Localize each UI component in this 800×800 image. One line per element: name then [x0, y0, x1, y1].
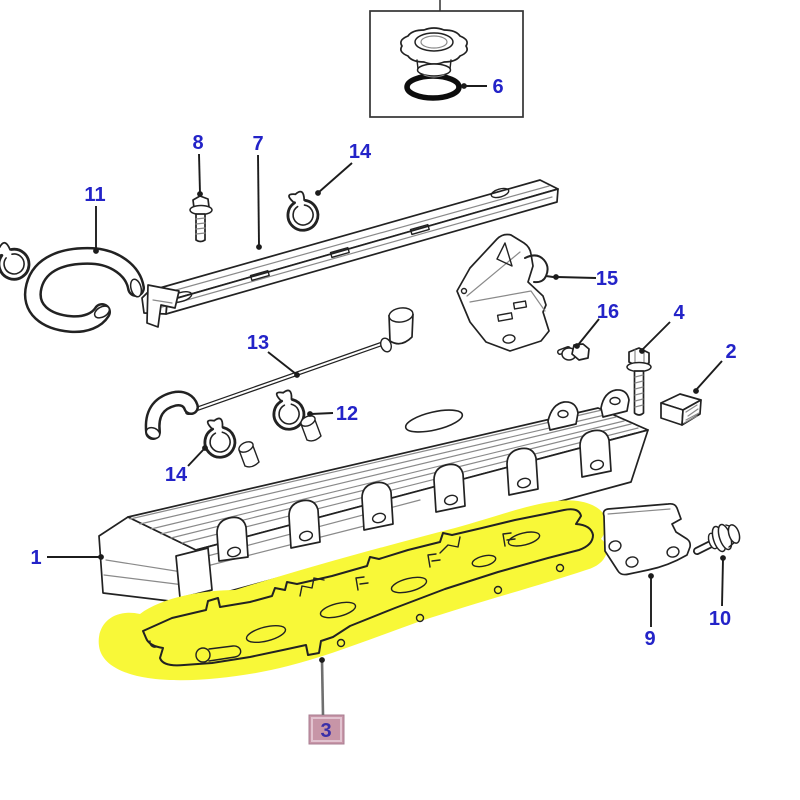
leader-line	[641, 321, 671, 351]
selected-part-box[interactable]	[308, 714, 345, 745]
callout-1[interactable]: 1	[30, 547, 104, 569]
part-10-bolt	[693, 523, 741, 555]
part-8-bolt	[189, 195, 213, 243]
selected-part-box-inner	[311, 717, 342, 742]
part-number-label-2[interactable]: 2	[725, 341, 736, 363]
part-number-label-12[interactable]: 12	[336, 403, 358, 425]
leader-line	[257, 154, 260, 247]
leader-dot	[98, 554, 104, 560]
leader-dot	[319, 657, 325, 663]
part-4-bolt	[626, 347, 652, 416]
callout-6[interactable]: 6	[461, 76, 504, 98]
part-number-label-6[interactable]: 6	[492, 76, 503, 98]
leader-dot	[574, 343, 580, 349]
leader-line	[577, 318, 600, 346]
part-number-label-14b[interactable]: 14	[165, 464, 188, 486]
leader-dot	[307, 411, 313, 417]
callout-10[interactable]: 10	[709, 555, 731, 630]
callout-3[interactable]: 3	[308, 657, 345, 745]
part-number-label-14a[interactable]: 14	[349, 141, 372, 163]
leader-line	[198, 153, 201, 194]
leader-dot	[256, 244, 262, 250]
part-number-label-1[interactable]: 1	[30, 547, 41, 569]
part-3-gasket-highlighted[interactable]	[98, 500, 607, 681]
cover-step-notch	[175, 547, 213, 599]
elbow-hose	[144, 390, 199, 440]
leader-dot	[553, 274, 559, 280]
part-11-breather-hose	[23, 246, 145, 334]
oil-filler-cap	[400, 27, 468, 78]
callout-2[interactable]: 2	[693, 341, 737, 394]
part-7-cover-rail	[141, 179, 559, 328]
part-15-bracket	[456, 233, 554, 352]
callout-15[interactable]: 15	[553, 268, 618, 290]
callout-12[interactable]: 12	[307, 403, 358, 425]
leader-dot	[294, 372, 300, 378]
leader-line	[267, 351, 297, 375]
part-13-breather-pipe	[185, 307, 414, 416]
leader-dot	[693, 388, 699, 394]
callout-14b[interactable]: 14	[165, 445, 208, 486]
leader-line	[320, 659, 325, 716]
part-number-label-13[interactable]: 13	[247, 332, 269, 354]
part-number-label-8[interactable]: 8	[192, 132, 203, 154]
leader-dot	[639, 348, 645, 354]
part-9-plate	[602, 502, 692, 576]
part-number-label-10[interactable]: 10	[709, 608, 731, 630]
leader-line	[721, 558, 724, 607]
part-2-block	[660, 393, 702, 426]
callout-8[interactable]: 8	[192, 132, 204, 197]
callout-13[interactable]: 13	[247, 332, 300, 378]
cover-breather-stubs	[238, 415, 322, 468]
callout-4[interactable]: 4	[639, 302, 685, 354]
gasket-cutouts	[149, 531, 565, 663]
callout-11[interactable]: 11	[84, 184, 106, 254]
detail-box-frame	[369, 10, 524, 118]
rail-end-bracket	[146, 284, 180, 328]
leader-dot	[461, 83, 467, 89]
part-number-label-16[interactable]: 16	[597, 301, 619, 323]
leader-line	[187, 448, 205, 467]
part-number-label-3[interactable]: 3	[320, 720, 331, 742]
part-number-label-4[interactable]: 4	[673, 302, 685, 324]
leader-line	[695, 360, 723, 391]
leader-line	[310, 412, 334, 415]
leader-dot	[197, 191, 203, 197]
leader-line	[556, 276, 597, 279]
part-14-clip	[280, 187, 323, 235]
highlight-blob	[98, 500, 607, 681]
part-number-label-11[interactable]: 11	[84, 184, 105, 206]
cover-bolt-bosses	[216, 429, 612, 562]
leader-dot	[720, 555, 726, 561]
part-1-valve-cover	[98, 389, 649, 604]
leader-dot	[93, 248, 99, 254]
part-14-clip-2	[199, 414, 239, 461]
part-number-label-9[interactable]: 9	[644, 628, 655, 650]
callout-16[interactable]: 16	[574, 301, 619, 349]
part-number-label-15[interactable]: 15	[596, 268, 618, 290]
callout-9[interactable]: 9	[644, 573, 656, 650]
cover-rear-bosses	[547, 389, 630, 431]
detail-box-filler-cap	[369, 0, 524, 118]
leader-dot	[202, 445, 208, 451]
cover-oval-port	[404, 409, 464, 433]
callout-14a[interactable]: 14	[315, 141, 372, 196]
leader-line	[318, 162, 353, 193]
leader-dot	[315, 190, 321, 196]
part-number-label-7[interactable]: 7	[252, 133, 263, 155]
callout-7[interactable]: 7	[252, 133, 264, 250]
leader-dot	[648, 573, 654, 579]
